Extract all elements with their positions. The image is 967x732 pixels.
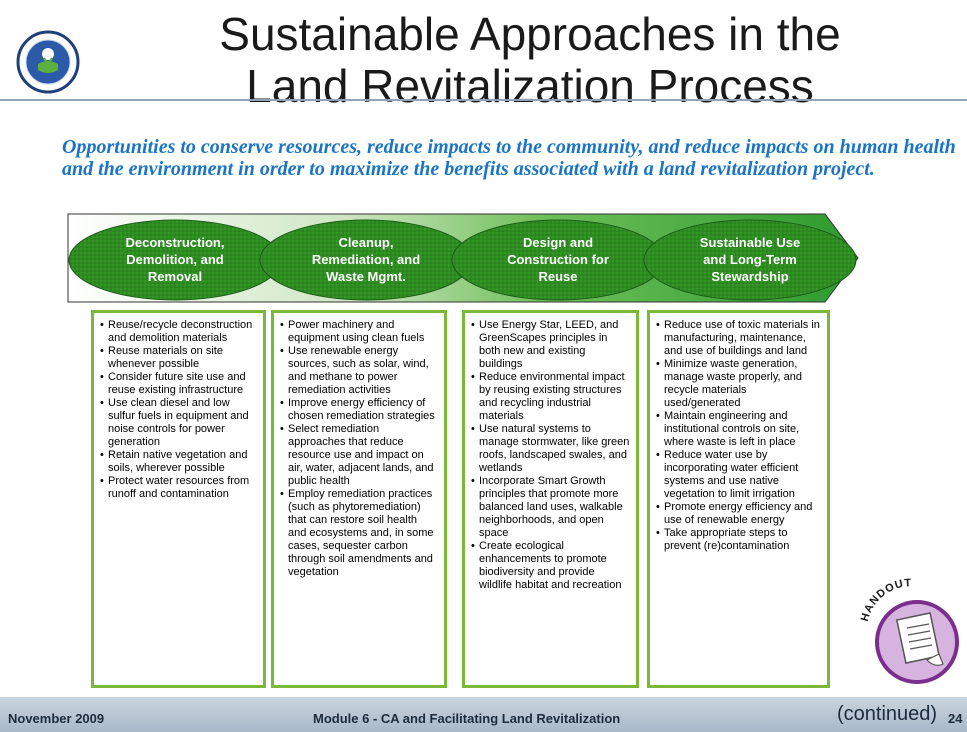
title-line-1: Sustainable Approaches in the	[219, 8, 841, 60]
stage-label-2: Cleanup, Remediation, and Waste Mgmt.	[286, 234, 446, 285]
list-item: Maintain engineering and institutional c…	[656, 410, 821, 449]
handout-icon: HANDOUT	[859, 577, 959, 684]
footer-module: Module 6 - CA and Facilitating Land Revi…	[313, 711, 621, 726]
list-item: Protect water resources from runoff and …	[100, 475, 257, 501]
list-item: Employ remediation practices (such as ph…	[280, 488, 438, 579]
slide-title: Sustainable Approaches in the Land Revit…	[100, 8, 960, 112]
list-item: Reduce environmental impact by reusing e…	[471, 371, 630, 423]
list-item: Consider future site use and reuse exist…	[100, 371, 257, 397]
list-item: Create ecological enhancements to promot…	[471, 540, 630, 592]
stage-3-line-1: Design and	[522, 235, 594, 250]
stage-2-line-2: Remediation, and	[311, 252, 421, 267]
stage-4-line-2: and Long-Term	[703, 252, 797, 267]
stage-1-line-2: Demolition, and	[126, 252, 224, 267]
list-item: Use Energy Star, LEED, and GreenScapes p…	[471, 319, 630, 371]
footer-continued: (continued)	[837, 703, 938, 725]
footer-band	[0, 697, 967, 732]
list-item: Retain native vegetation and soils, wher…	[100, 449, 257, 475]
stage-3-line-3: Reuse	[538, 269, 578, 284]
stage-4-line-3: Stewardship	[711, 269, 789, 284]
list-item: Promote energy efficiency and use of ren…	[656, 501, 821, 527]
list-item: Select remediation approaches that reduc…	[280, 423, 438, 488]
epa-seal-logo	[16, 30, 80, 94]
stage-label-1: Deconstruction, Demolition, and Removal	[95, 234, 255, 285]
stage-2-line-1: Cleanup,	[338, 235, 394, 250]
title-line-2: Land Revitalization Process	[246, 60, 814, 112]
list-item: Reduce use of toxic materials in manufac…	[656, 319, 821, 358]
stage-4-line-1: Sustainable Use	[699, 235, 801, 250]
list-item: Incorporate Smart Growth principles that…	[471, 475, 630, 540]
column-design: Use Energy Star, LEED, and GreenScapes p…	[462, 310, 639, 688]
list-item: Use clean diesel and low sulfur fuels in…	[100, 397, 257, 449]
stage-3-line-2: Construction for	[507, 252, 609, 267]
list-item: Use natural systems to manage stormwater…	[471, 423, 630, 475]
list-item: Reuse/recycle deconstruction and demolit…	[100, 319, 257, 345]
page-number: 24	[948, 711, 963, 726]
list-item: Reduce water use by incorporating water …	[656, 449, 821, 501]
list-item: Use renewable energy sources, such as so…	[280, 345, 438, 397]
column-cleanup: Power machinery and equipment using clea…	[271, 310, 447, 688]
column-deconstruction: Reuse/recycle deconstruction and demolit…	[91, 310, 266, 688]
slide-subtitle: Opportunities to conserve resources, red…	[62, 136, 956, 180]
title-divider	[0, 99, 967, 101]
stage-1-line-3: Removal	[147, 269, 203, 284]
stage-2-line-3: Waste Mgmt.	[326, 269, 406, 284]
list-item: Reuse materials on site whenever possibl…	[100, 345, 257, 371]
list-item: Improve energy efficiency of chosen reme…	[280, 397, 438, 423]
list-item: Power machinery and equipment using clea…	[280, 319, 438, 345]
list-item: Take appropriate steps to prevent (re)co…	[656, 527, 821, 553]
column-stewardship: Reduce use of toxic materials in manufac…	[647, 310, 830, 688]
stage-label-3: Design and Construction for Reuse	[478, 234, 638, 285]
stage-1-line-1: Deconstruction,	[125, 235, 225, 250]
stage-label-4: Sustainable Use and Long-Term Stewardshi…	[670, 234, 830, 285]
footer-date: November 2009	[8, 711, 105, 726]
list-item: Minimize waste generation, manage waste …	[656, 358, 821, 410]
